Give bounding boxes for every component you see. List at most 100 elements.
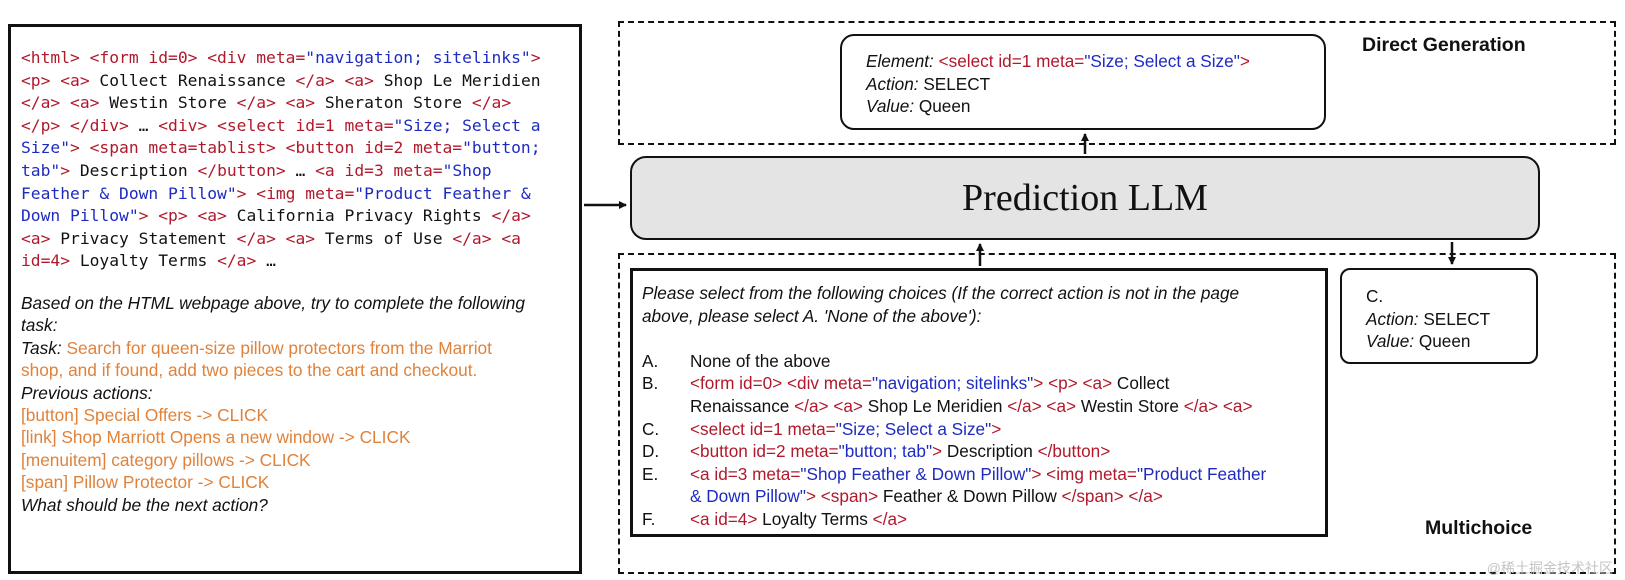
choice-row: & Down Pillow"> <span> Feather & Down Pi… xyxy=(642,485,1317,508)
choice-row: A. None of the above xyxy=(642,350,1317,373)
code-segment: </a> <a> xyxy=(1007,395,1077,416)
code-segment: > xyxy=(530,48,541,67)
choice-letter: E. xyxy=(642,463,659,484)
code-segment: </a> <a> xyxy=(295,70,374,90)
code-segment: <p> <a> xyxy=(21,70,90,90)
code-segment: & Down Pillow" xyxy=(690,486,806,507)
task-text-2: shop, and if found, add two pieces to th… xyxy=(21,360,478,381)
action-label: Action: xyxy=(866,73,919,94)
choice-letter: B. xyxy=(642,373,659,394)
task-prompt: Based on the HTML webpage above, try to … xyxy=(21,292,579,516)
code-segment: <select id=1 meta= xyxy=(690,418,836,439)
html-snippet: <html> <form id=0> <div meta="navigation… xyxy=(21,47,579,273)
choice-text: None of the above xyxy=(690,350,830,373)
multichoice-answer: C. Action: SELECT Value: Queen xyxy=(1340,268,1538,364)
code-segment: "Product Feather & xyxy=(354,183,531,203)
choice-letter: A. xyxy=(642,350,659,371)
code-segment: Collect xyxy=(1112,373,1170,394)
code-segment: "button; xyxy=(462,138,541,158)
code-segment: Loyalty Terms xyxy=(757,508,873,529)
code-segment: </a> <a> xyxy=(236,93,316,113)
multichoice-section xyxy=(618,253,1616,574)
html-line: Size"> <span meta=tablist> <button id=2 … xyxy=(21,137,579,160)
value-value: Queen xyxy=(914,96,971,117)
code-segment: Description xyxy=(70,160,198,180)
code-segment: > <img meta= xyxy=(236,183,355,203)
code-segment: California Privacy Rights xyxy=(226,206,492,226)
prediction-llm-label: Prediction LLM xyxy=(962,177,1208,219)
html-line: <html> <form id=0> <div meta="navigation… xyxy=(21,47,579,70)
code-segment: Renaissance xyxy=(690,395,795,416)
action-value: SELECT xyxy=(918,73,991,94)
choice-letter: D. xyxy=(642,441,660,462)
html-line: id=4> Loyalty Terms </a> … xyxy=(21,250,579,273)
code-segment: <form id=0> <div meta= xyxy=(690,373,873,394)
code-segment: Loyalty Terms xyxy=(70,251,218,271)
code-segment: "button; tab" xyxy=(838,441,933,462)
code-segment: Down Pillow" xyxy=(21,206,139,226)
code-segment: <a id=3 meta= xyxy=(315,160,443,180)
html-line: Down Pillow"> <p> <a> California Privacy… xyxy=(21,205,579,228)
value-label: Value: xyxy=(866,96,915,117)
code-segment: Sheraton Store xyxy=(315,93,472,113)
direct-generation-output: Element: <select id=1 meta="Size; Select… xyxy=(840,34,1326,130)
previous-action-item: [button] Special Offers -> CLICK xyxy=(21,404,269,425)
code-segment: tab" xyxy=(21,160,61,180)
code-segment: </a> xyxy=(471,93,512,113)
code-segment: … xyxy=(256,251,276,271)
code-segment: <div> <select id=1 meta= xyxy=(158,115,394,135)
code-segment: <a> xyxy=(21,228,51,248)
code-segment: <a id=4> xyxy=(690,508,758,529)
code-segment: <html> <form id=0> <div meta= xyxy=(21,48,306,67)
choice-row: F. <a id=4> Loyalty Terms </a> xyxy=(642,508,1317,531)
code-segment: "navigation; sitelinks" xyxy=(872,373,1034,394)
direct-generation-label: Direct Generation xyxy=(1362,34,1526,56)
code-segment: "Shop xyxy=(442,160,492,180)
choice-letter: F. xyxy=(642,508,656,529)
choice-row: D. <button id=2 meta="button; tab"> Descr… xyxy=(642,440,1317,463)
intro-line-2: task: xyxy=(21,315,58,336)
html-line: tab"> Description </button> … <a id=3 me… xyxy=(21,160,579,183)
answer-value-value: Queen xyxy=(1414,331,1471,352)
answer-action-value: SELECT xyxy=(1418,308,1491,329)
code-segment: </a> xyxy=(872,508,908,529)
choice-text: <button id=2 meta="button; tab"> Descrip… xyxy=(690,440,1110,463)
answer-choice: C. xyxy=(1366,286,1384,306)
choice-text: <form id=0> <div meta="navigation; sitel… xyxy=(690,372,1169,395)
prompt-line-1: Please select from the following choices… xyxy=(642,283,1240,303)
choice-row: B. <form id=0> <div meta="navigation; sit… xyxy=(642,372,1317,395)
code-segment: "Product Feather xyxy=(1136,463,1267,484)
code-segment: > xyxy=(60,160,71,180)
multichoice-label: Multichoice xyxy=(1425,517,1533,539)
code-segment: > xyxy=(991,418,1002,439)
code-segment: > <span> xyxy=(805,486,879,507)
code-segment: > <p> <a> xyxy=(1033,373,1113,394)
html-line: </p> </div> … <div> <select id=1 meta="S… xyxy=(21,115,579,138)
watermark: @稀土掘金技术社区 xyxy=(1486,560,1613,576)
code-segment: </a> xyxy=(491,206,531,226)
code-segment: </a> <a> xyxy=(21,93,100,113)
previous-action-item: [menuitem] category pillows -> CLICK xyxy=(21,449,311,470)
intro-line-1: Based on the HTML webpage above, try to … xyxy=(21,292,526,313)
task-label: Task: xyxy=(21,337,62,358)
html-line: Feather & Down Pillow"> <img meta="Produ… xyxy=(21,183,579,206)
html-line: <a> Privacy Statement </a> <a> Terms of … xyxy=(21,228,579,251)
choice-text: <a id=4> Loyalty Terms </a> xyxy=(690,508,907,531)
prediction-llm-box: Prediction LLM xyxy=(630,156,1540,240)
task-text-1: Search for queen-size pillow protectors … xyxy=(61,337,492,358)
code-segment: Size" xyxy=(21,138,71,158)
next-action-question: What should be the next action? xyxy=(21,494,268,515)
code-segment: … xyxy=(128,115,159,135)
code-segment: … xyxy=(285,160,316,180)
code-segment: </span> </a> xyxy=(1061,486,1163,507)
code-segment: Privacy Statement xyxy=(50,228,237,248)
input-panel: <html> <form id=0> <div meta="navigation… xyxy=(8,24,582,574)
element-tag: <select id=1 meta= xyxy=(933,51,1085,71)
code-segment: id=4> xyxy=(21,251,71,271)
html-line: <p> <a> Collect Renaissance </a> <a> Sho… xyxy=(21,70,579,93)
code-segment: <a id=3 meta= xyxy=(690,463,801,484)
code-segment: Westin Store xyxy=(1076,395,1184,416)
code-segment: > <p> <a> xyxy=(138,206,227,226)
code-segment: > <img meta= xyxy=(1031,463,1137,484)
